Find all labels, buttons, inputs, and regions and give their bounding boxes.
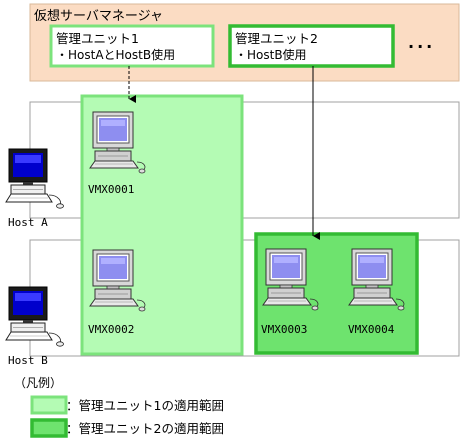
legend-unit-1-label: ：管理ユニット1の適用範囲 [66, 398, 224, 413]
vm-3-label: VMX0003 [261, 323, 307, 336]
host-a-label: Host A [8, 216, 48, 229]
management-unit-1-name: 管理ユニット1 [56, 31, 139, 46]
legend-unit-2-swatch [30, 418, 68, 438]
vm-4-label: VMX0004 [348, 323, 395, 336]
vm-1-label: VMX0001 [88, 183, 134, 196]
management-unit-1-detail: ・HostAとHostB使用 [56, 47, 175, 62]
host-b-label: Host B [8, 354, 48, 367]
legend-unit-2-label: ：管理ユニット2の適用範囲 [66, 421, 224, 436]
vm-2-label: VMX0002 [88, 323, 134, 336]
management-unit-2-box [228, 24, 395, 68]
legend-unit-1-swatch [30, 395, 68, 415]
legend-title: （凡例） [14, 376, 62, 390]
more-units-ellipsis: ... [408, 33, 435, 52]
management-unit-2-name: 管理ユニット2 [235, 31, 318, 46]
management-unit-1-box [49, 24, 215, 68]
virtual-server-manager-title: 仮想サーバマネージャ [34, 8, 163, 24]
management-unit-2-detail: ・HostB使用 [235, 47, 307, 62]
